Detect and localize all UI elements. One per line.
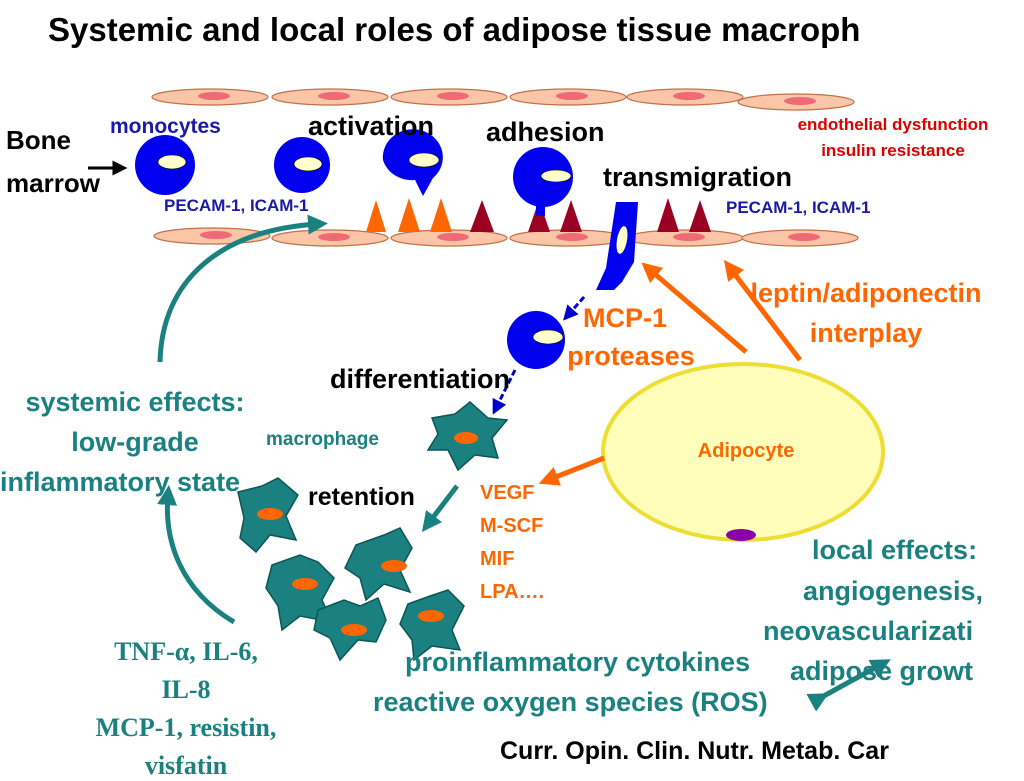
citation: Curr. Opin. Clin. Nutr. Metab. Car: [500, 737, 889, 765]
label-il8: IL-8: [161, 675, 211, 704]
adipocyte-cell: [601, 362, 885, 542]
monocyte-tissue: [507, 311, 565, 369]
arrows: [88, 160, 891, 712]
label-pecam-left: PECAM-1, ICAM-1: [164, 196, 309, 215]
monocyte-transmigrating: [596, 202, 638, 290]
label-activation: activation: [308, 111, 435, 141]
label-endothelial-dysfunction: endothelial dysfunction: [797, 115, 989, 134]
label-mif: MIF: [480, 548, 515, 570]
macrophage-2: [237, 477, 299, 554]
label-adhesion: adhesion: [486, 117, 605, 147]
label-marrow: marrow: [6, 168, 100, 198]
label-bone: Bone: [6, 125, 71, 155]
label-macrophage: macrophage: [266, 429, 379, 450]
label-lpa: LPA….: [480, 581, 545, 603]
label-leptin-adiponectin: leptin/adiponectin: [750, 278, 982, 308]
label-vegf: VEGF: [480, 482, 535, 504]
label-pecam-right: PECAM-1, ICAM-1: [726, 198, 871, 217]
monocyte-activated: [382, 129, 443, 196]
label-differentiation: differentiation: [330, 364, 510, 394]
label-proteases: proteases: [567, 341, 695, 371]
macrophage-5: [313, 596, 387, 662]
monocyte-2: [274, 137, 330, 193]
label-transmigration: transmigration: [603, 162, 793, 192]
macrophage-6: [399, 589, 465, 662]
label-local-effects: local effects:: [812, 535, 978, 565]
label-adipose-growth: adipose growt: [790, 656, 974, 686]
label-adipocyte: Adipocyte: [697, 440, 795, 462]
label-systemic-effects: systemic effects:: [25, 387, 245, 417]
endothelium-top: [151, 88, 855, 111]
label-neovascularization: neovascularizati: [763, 616, 974, 646]
monocyte-1: [135, 135, 195, 195]
label-ros: reactive oxygen species (ROS): [373, 687, 768, 717]
label-proinflammatory-cytokines: proinflammatory cytokines: [405, 647, 751, 677]
label-monocytes: monocytes: [110, 115, 221, 138]
macrophage-3: [344, 527, 413, 602]
monocyte-adhering: [513, 147, 573, 216]
label-low-grade: low-grade: [71, 427, 199, 457]
macrophage-1: [426, 401, 509, 472]
endothelium-bottom: [153, 227, 859, 247]
label-mscf: M-SCF: [480, 515, 544, 537]
label-mcp1: MCP-1: [582, 303, 667, 333]
label-retention: retention: [308, 483, 415, 511]
label-insulin-resistance: insulin resistance: [821, 141, 965, 160]
label-inflammatory-state: inflammatory state: [0, 467, 241, 497]
page-title: Systemic and local roles of adipose tiss…: [48, 11, 861, 48]
label-interplay: interplay: [809, 318, 923, 348]
label-visfatin: visfatin: [144, 751, 228, 780]
label-mcp1-resistin: MCP-1, resistin,: [95, 713, 277, 742]
label-angiogenesis: angiogenesis,: [803, 576, 984, 606]
label-tnf-il6: TNF-α, IL-6,: [114, 637, 258, 666]
